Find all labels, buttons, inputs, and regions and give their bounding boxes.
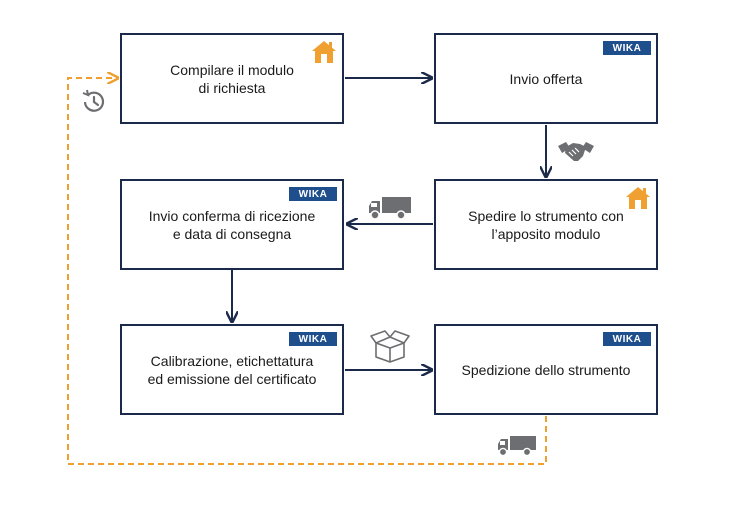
house-icon <box>312 41 336 63</box>
truck-icon <box>369 197 411 220</box>
clock-icon <box>82 89 105 112</box>
step-compile-form: Compilare il modulo di richiesta <box>120 33 344 124</box>
house-icon <box>626 187 650 209</box>
wika-logo: WIKA <box>603 332 651 346</box>
wika-logo: WIKA <box>289 332 337 346</box>
step-ship-instrument: Spedire lo strumento con l’apposito modu… <box>434 179 658 270</box>
step-send-offer-text: Invio offerta <box>509 70 583 87</box>
step-confirm-receipt: Invio conferma di ricezione e data di co… <box>120 179 344 270</box>
loop-back-dashed-arrow <box>67 78 547 465</box>
step-calibration-text: Calibrazione, etichettatura ed emissione… <box>147 352 317 387</box>
wika-logo: WIKA <box>289 187 337 201</box>
step-return-shipping: Spedizione dello strumento WIKA <box>434 324 658 415</box>
wika-logo: WIKA <box>603 41 651 55</box>
step-confirm-receipt-text: Invio conferma di ricezione e data di co… <box>148 207 316 242</box>
handshake-icon <box>558 142 594 161</box>
step-ship-instrument-text: Spedire lo strumento con l’apposito modu… <box>468 207 624 242</box>
step-return-shipping-text: Spedizione dello strumento <box>461 361 631 378</box>
step-calibration: Calibrazione, etichettatura ed emissione… <box>120 324 344 415</box>
box-icon <box>370 330 410 363</box>
step-send-offer: Invio offerta WIKA <box>434 33 658 124</box>
truck-icon <box>498 436 536 457</box>
step-compile-form-text: Compilare il modulo di richiesta <box>170 61 294 96</box>
